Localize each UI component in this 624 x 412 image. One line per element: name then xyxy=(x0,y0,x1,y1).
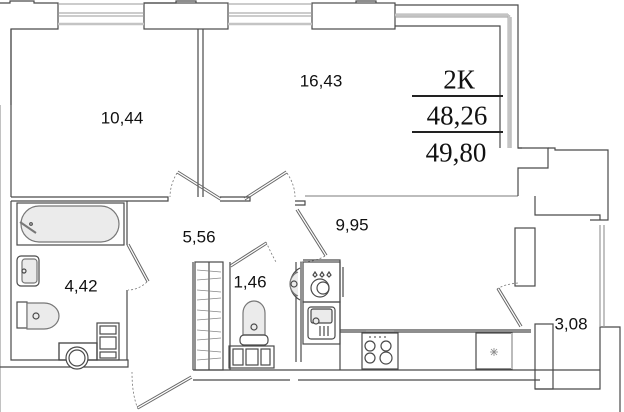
stove-icon xyxy=(361,330,399,370)
wardrobe-icon xyxy=(194,261,224,371)
apartment-type: 2К xyxy=(443,64,475,95)
summary-divider xyxy=(412,95,503,97)
living-area: 48,26 xyxy=(426,100,488,131)
room-area-bedroom: 10,44 xyxy=(100,108,144,128)
total-area: 49,80 xyxy=(425,137,487,168)
kitchen-counter xyxy=(303,259,531,370)
room-area-hallway: 5,56 xyxy=(182,227,216,247)
summary-divider xyxy=(412,131,503,133)
room-area-bathroom: 4,42 xyxy=(64,276,98,296)
room-area-balcony: 3,08 xyxy=(554,314,588,334)
room-area-living: 16,43 xyxy=(299,71,343,91)
washing-machine-icon xyxy=(58,342,98,370)
toilet-icon xyxy=(16,301,60,330)
sink-icon xyxy=(16,255,40,287)
interior-wall xyxy=(0,29,621,412)
room-area-toilet: 1,46 xyxy=(233,272,267,292)
door xyxy=(126,170,523,410)
sink-icon xyxy=(289,267,301,301)
dishwasher-icon xyxy=(302,261,344,303)
kitchen-sink-icon xyxy=(302,301,341,345)
room-area-kitchen: 9,95 xyxy=(335,215,369,235)
bathtub-icon xyxy=(16,202,125,246)
toilet-icon xyxy=(228,300,275,369)
cabinet-icon xyxy=(96,322,120,361)
fridge-icon xyxy=(475,332,513,370)
